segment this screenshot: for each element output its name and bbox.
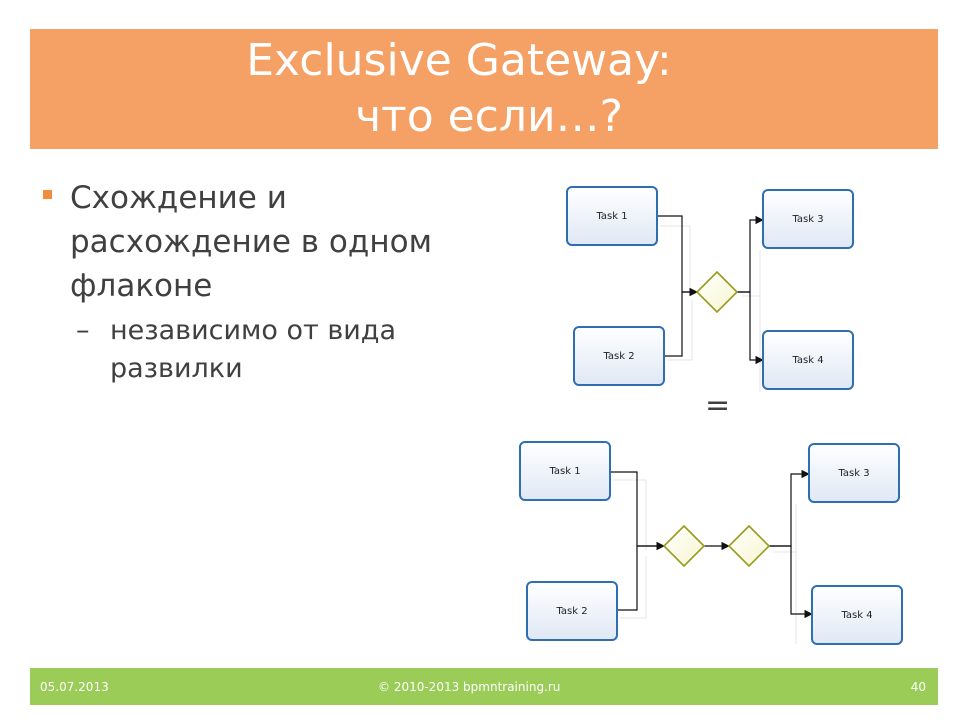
exclusive-gateway-split [727,524,771,568]
flow-task2-gateway [617,541,665,611]
task-label: Task 3 [791,214,823,225]
footer-page-number: 40 [910,680,926,694]
bullet-main-text: Схождение и расхождение в одном флаконе [70,180,432,304]
task-3: Task 3 [808,443,900,503]
bullet-main: Схождение и расхождение в одном флаконе [40,176,460,308]
bullet-list: Схождение и расхождение в одном флаконе … [40,176,460,388]
diagram-top: Task 1 Task 2 Task 3 Task 4 [566,186,854,392]
title-bar: Exclusive Gateway: что если…? [30,29,938,149]
bullet-sub-dash: – [76,315,90,346]
shadow-line [620,556,647,619]
bullet-marker-icon [43,190,52,199]
flow-gateway-task3 [769,469,810,547]
flow-gateway-task4 [737,291,764,365]
task-label: Task 4 [840,610,872,621]
footer-date: 05.07.2013 [40,680,109,694]
task-label: Task 2 [555,606,587,617]
bullet-sub-text: независимо от вида развилки [110,315,396,384]
shadow-line [660,225,691,296]
footer-copyright: © 2010-2013 bpmntraining.ru [378,680,561,694]
task-label: Task 2 [602,351,634,362]
slide-title-line-2: что если…? [355,91,623,142]
flow-task1-gateway [610,471,665,551]
task-label: Task 1 [595,211,627,222]
task-4: Task 4 [762,330,854,390]
task-label: Task 1 [548,466,580,477]
equals-sign: = [705,388,731,423]
bullet-sub: – независимо от вида развилки [40,312,460,388]
task-2: Task 2 [573,326,665,386]
footer-bar: 05.07.2013 © 2010-2013 bpmntraining.ru 4… [30,668,938,705]
task-4: Task 4 [811,585,903,645]
flow-task2-gateway [664,287,698,357]
shadow-line [742,250,761,297]
task-1: Task 1 [566,186,658,246]
task-1: Task 1 [519,441,611,501]
shadow-line [613,479,647,550]
task-3: Task 3 [762,189,854,249]
shadow-line [742,295,761,392]
shadow-line [773,551,797,644]
flow-gateway-task3 [737,215,764,293]
exclusive-gateway-join [662,524,706,568]
flow-task1-gateway [657,215,698,297]
slide-title-line-1: Exclusive Gateway: [246,35,672,86]
exclusive-gateway [695,270,739,314]
shadow-line [773,504,797,553]
diagram-bottom: Task 1 Task 2 Task 3 Task 4 [519,441,903,645]
flow-gateway-task4 [769,545,813,619]
shadow-line [668,300,693,361]
task-label: Task 3 [837,468,869,479]
task-2: Task 2 [526,581,618,641]
task-label: Task 4 [791,355,823,366]
